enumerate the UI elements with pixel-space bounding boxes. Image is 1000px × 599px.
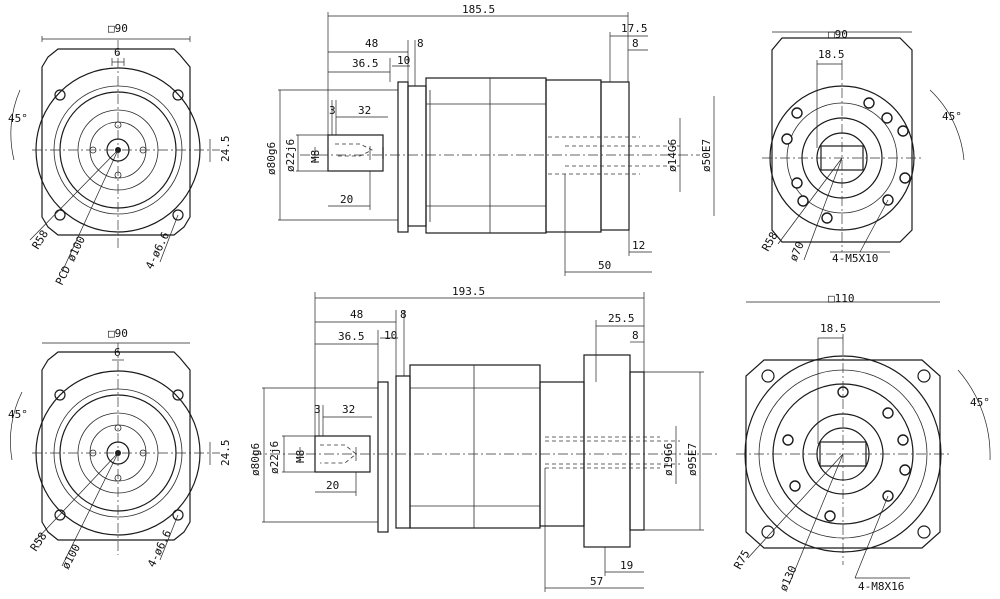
top-rear-square-label: □90	[828, 28, 848, 41]
top-front-square-label: □90	[108, 22, 128, 35]
top-side-len8-right-label: 8	[632, 37, 639, 50]
top-rear-view	[762, 31, 965, 261]
bottom-rear-holes-label: 4-M8X16	[858, 580, 904, 593]
bottom-side-len8-label: 8	[400, 308, 407, 321]
top-side-dia50-label: ø50E7	[700, 139, 713, 172]
bottom-side-len48-label: 48	[350, 308, 363, 321]
top-front-radius-label: R58	[30, 228, 52, 252]
top-front-key-width-label: 6	[114, 46, 121, 59]
bottom-side-view	[252, 292, 720, 592]
top-side-len12-label: 12	[632, 239, 645, 252]
bottom-rear-len18-label: 18.5	[820, 322, 847, 335]
bottom-side-dia80-label: ø80g6	[249, 443, 262, 476]
bottom-rear-angle-label: 45°	[970, 396, 990, 409]
top-side-len3-label: 3	[329, 104, 336, 117]
top-side-len10-label: 10	[397, 54, 410, 67]
top-side-len36-label: 36.5	[352, 57, 379, 70]
top-side-dia22-label: ø22j6	[284, 139, 297, 172]
top-side-view	[278, 12, 715, 276]
bottom-side-len10-label: 10	[384, 329, 397, 342]
top-side-total-length-label: 185.5	[462, 3, 495, 16]
bottom-side-dia19-label: ø19G6	[662, 443, 675, 476]
top-side-len48-label: 48	[365, 37, 378, 50]
bottom-front-angle-label: 45°	[8, 408, 28, 421]
bottom-rear-dia130-label: ø130	[777, 564, 800, 593]
bottom-side-len36-label: 36.5	[338, 330, 365, 343]
bottom-side-len20-label: 20	[326, 479, 339, 492]
top-rear-radius-label: R58	[759, 230, 780, 254]
bottom-side-len25-label: 25.5	[608, 312, 635, 325]
bottom-side-len32-label: 32	[342, 403, 355, 416]
bottom-front-pcd-label: ø100	[59, 542, 83, 572]
top-rear-angle-label: 45°	[942, 110, 962, 123]
bottom-front-holes-label: 4-ø6.6	[145, 528, 174, 569]
bottom-side-thread-label: M8	[294, 450, 307, 463]
bottom-side-dia95-label: ø95E7	[686, 443, 699, 476]
bottom-side-len19-label: 19	[620, 559, 633, 572]
top-side-len17-label: 17.5	[621, 22, 648, 35]
top-side-dia80-label: ø80g6	[265, 142, 278, 175]
bottom-side-dia22-label: ø22j6	[268, 441, 281, 474]
top-front-view	[10, 36, 220, 273]
top-side-thread-label: M8	[309, 150, 322, 163]
top-side-len32-label: 32	[358, 104, 371, 117]
top-side-len50-label: 50	[598, 259, 611, 272]
top-front-key-height-label: 24.5	[219, 136, 232, 163]
bottom-front-key-height-label: 24.5	[219, 440, 232, 467]
top-rear-len18-label: 18.5	[818, 48, 845, 61]
bottom-front-radius-label: R58	[28, 530, 50, 554]
top-side-len20-label: 20	[340, 193, 353, 206]
top-side-len8-label: 8	[417, 37, 424, 50]
top-front-pcd-label: PCD ø100	[53, 234, 88, 287]
bottom-rear-square-label: □110	[828, 292, 855, 305]
bottom-side-len57-label: 57	[590, 575, 603, 588]
bottom-side-total-length-label: 193.5	[452, 285, 485, 298]
bottom-front-key-width-label: 6	[114, 346, 121, 359]
top-side-dia14-label: ø14G6	[666, 139, 679, 172]
bottom-side-len3-label: 3	[314, 403, 321, 416]
bottom-front-view	[10, 342, 220, 567]
top-front-holes-label: 4-ø6.6	[143, 230, 172, 271]
bottom-rear-radius-label: R75	[731, 548, 752, 572]
top-front-angle-label: 45°	[8, 112, 28, 125]
bottom-front-square-label: □90	[108, 327, 128, 340]
bottom-rear-view	[736, 301, 991, 583]
top-rear-holes-label: 4-M5X10	[832, 252, 878, 265]
bottom-side-len8-right-label: 8	[632, 329, 639, 342]
